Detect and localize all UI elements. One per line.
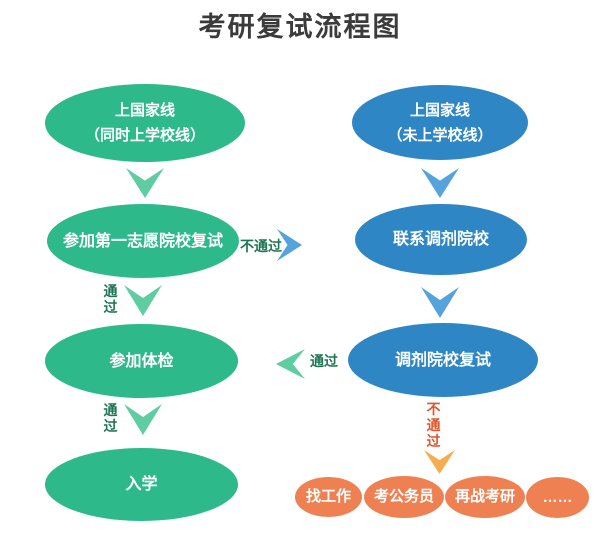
down-chevron-icon (124, 285, 162, 316)
down-chevron-icon (421, 168, 459, 198)
pass-label: 通过 (310, 353, 338, 369)
down-chevron-icon (126, 168, 164, 198)
node-text-line2: （未上学校线） (387, 126, 493, 144)
node-text: 找工作 (305, 488, 351, 505)
fail-label: 不通过 (240, 238, 282, 254)
node-text-line1: 上国家线 (114, 102, 175, 119)
pass-label-vertical: 通过 (103, 283, 118, 315)
left-chevron-icon (276, 349, 305, 379)
node-text: …… (542, 488, 573, 506)
down-chevron-icon (124, 404, 162, 435)
fail-label-vertical: 不通过 (426, 401, 441, 449)
node-transfer-school-reexam: 调剂院校复试 (348, 323, 538, 397)
node-enrollment: 入学 (45, 448, 238, 521)
node-text-line1: 上国家线 (409, 101, 470, 119)
node-text-line2: （同时上学校线） (84, 127, 205, 144)
node-find-job: 找工作 (295, 477, 362, 517)
node-first-choice-reexam: 参加第一志愿院校复试 (47, 204, 239, 278)
node-text: 参加体检 (109, 352, 174, 370)
down-chevron-icon (421, 287, 459, 318)
node-text: 考公务员 (373, 488, 434, 505)
node-contact-transfer-school: 联系调剂院校 (355, 204, 527, 275)
down-chevron-icon (424, 450, 455, 474)
node-civil-servant-exam: 考公务员 (364, 476, 444, 518)
node-text: 入学 (125, 476, 158, 493)
node-text: 再战考研 (454, 488, 515, 505)
node-pass-national-and-school-line: 上国家线 （同时上学校线） (45, 84, 245, 162)
node-physical-exam: 参加体检 (45, 324, 238, 398)
page-title: 考研复试流程图 (198, 12, 402, 42)
node-other-options: …… (526, 477, 589, 518)
pass-label-vertical: 通过 (103, 402, 118, 434)
node-pass-national-not-school-line: 上国家线 （未上学校线） (352, 85, 528, 160)
node-retry-postgrad-exam: 再战考研 (445, 476, 525, 518)
node-text: 参加第一志愿院校复试 (62, 232, 223, 250)
node-text: 联系调剂院校 (392, 231, 489, 248)
node-text: 调剂院校复试 (394, 351, 491, 369)
